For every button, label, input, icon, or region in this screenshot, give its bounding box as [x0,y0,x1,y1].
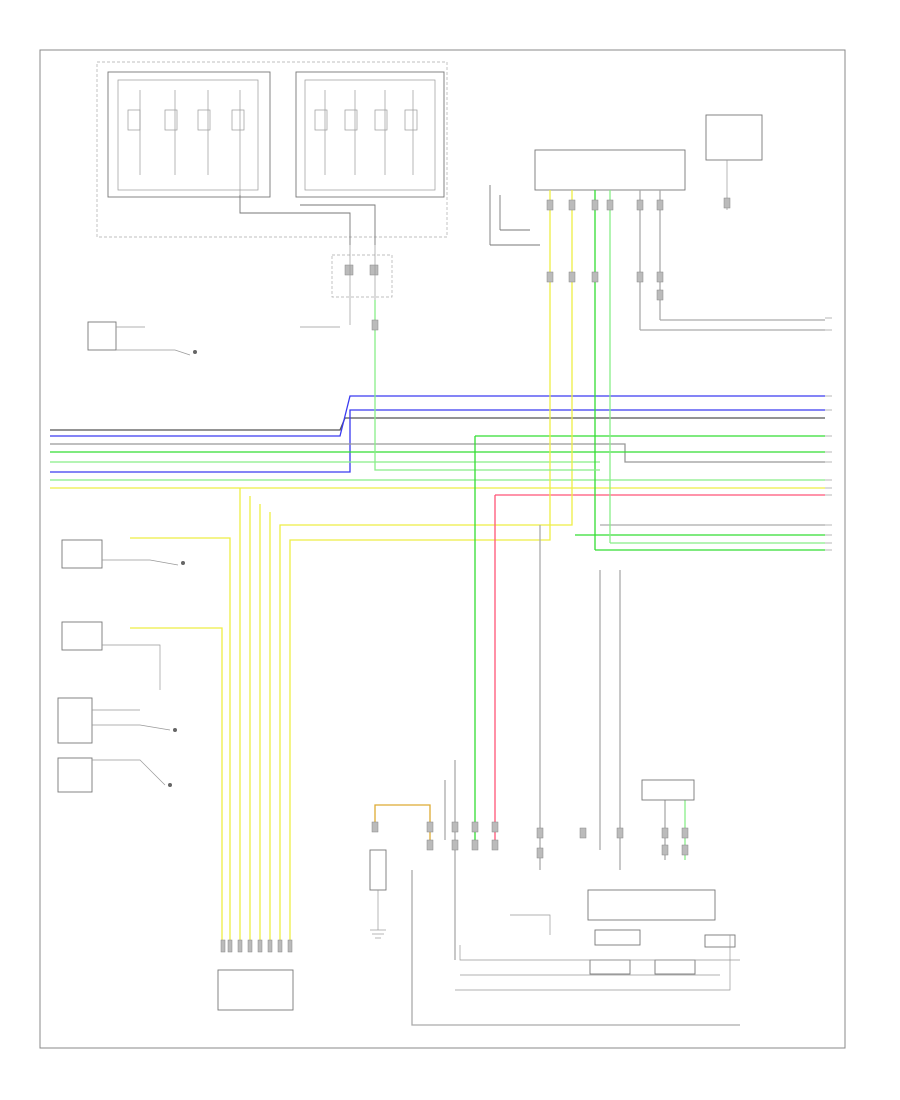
ground-symbol-icon [181,561,185,565]
switch-component-lower-left [57,697,171,793]
ecu-connector-top-right [489,114,763,246]
relay-coils-left [127,90,245,195]
vertical-ecu-wires [279,190,661,950]
right-edge-terminals [825,317,832,551]
sensor-component-left-2 [61,621,161,690]
ground-symbol-icon [168,783,172,787]
ground-symbol-icon [193,350,197,354]
ground-symbol-icon [173,728,177,732]
connector-pins-upper [371,199,664,331]
junction-connector-top [331,245,393,325]
connector-lower-left [217,939,294,1011]
diagram-frame [39,49,846,1049]
relay-block-top-left [96,61,448,245]
relay-coils-right [314,90,418,175]
horizontal-bus-wires [50,319,825,551]
control-module-lower-right [455,779,740,991]
sensor-component-left-1 [61,539,179,569]
connector-pins-lower [371,821,689,859]
lower-center-wires [374,436,740,1026]
yellow-wire-bundle [130,488,271,950]
sensor-component-center [369,849,387,939]
switch-component-upper-left [87,321,340,356]
ground-symbols [168,350,197,787]
